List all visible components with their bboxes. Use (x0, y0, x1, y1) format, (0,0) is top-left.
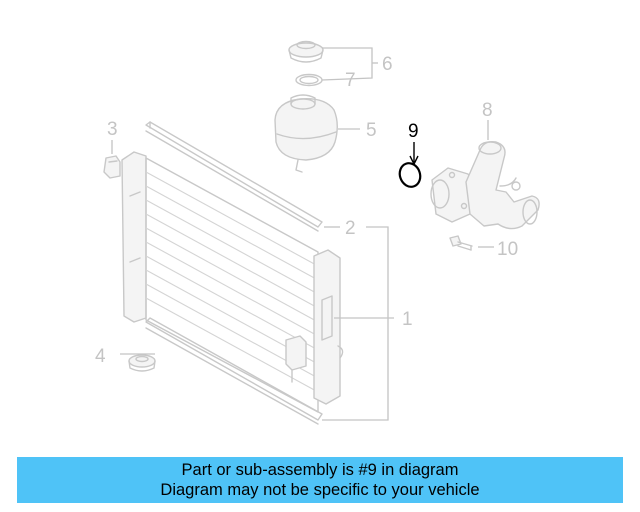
callout-10[interactable]: 10 (497, 239, 518, 260)
upper-seal-strip[interactable] (145, 121, 323, 232)
radiator-core-fins (145, 171, 319, 393)
callout-4[interactable]: 4 (95, 346, 106, 367)
thermostat-housing[interactable] (430, 140, 540, 230)
callout-6[interactable]: 6 (382, 54, 393, 75)
reservoir-cap[interactable] (288, 40, 324, 63)
banner-line-disclaimer: Diagram may not be specific to your vehi… (160, 481, 480, 499)
parts-diagram: 1 2 3 4 5 6 7 8 9 10 (95, 40, 540, 425)
radiator[interactable] (121, 151, 344, 413)
callout-3[interactable]: 3 (107, 119, 118, 140)
lower-seal-strip[interactable] (145, 317, 323, 425)
banner-line-part: Part or sub-assembly is #9 in diagram (181, 461, 459, 479)
radiator-mount-cushion[interactable] (128, 354, 156, 372)
housing-bolt[interactable] (449, 235, 473, 251)
callout-8[interactable]: 8 (482, 100, 493, 121)
cap-seal-ring[interactable] (295, 73, 323, 87)
info-banner: Part or sub-assembly is #9 in diagram Di… (17, 457, 623, 503)
callout-5[interactable]: 5 (366, 120, 377, 141)
callout-1[interactable]: 1 (402, 309, 413, 330)
radiator-bracket[interactable] (103, 155, 121, 179)
thermostat-o-ring[interactable] (396, 160, 423, 189)
expansion-tank[interactable] (274, 94, 338, 173)
leader-lines (111, 47, 494, 421)
callout-2[interactable]: 2 (345, 218, 356, 239)
callout-9[interactable]: 9 (408, 121, 419, 142)
callout-7[interactable]: 7 (345, 70, 356, 91)
